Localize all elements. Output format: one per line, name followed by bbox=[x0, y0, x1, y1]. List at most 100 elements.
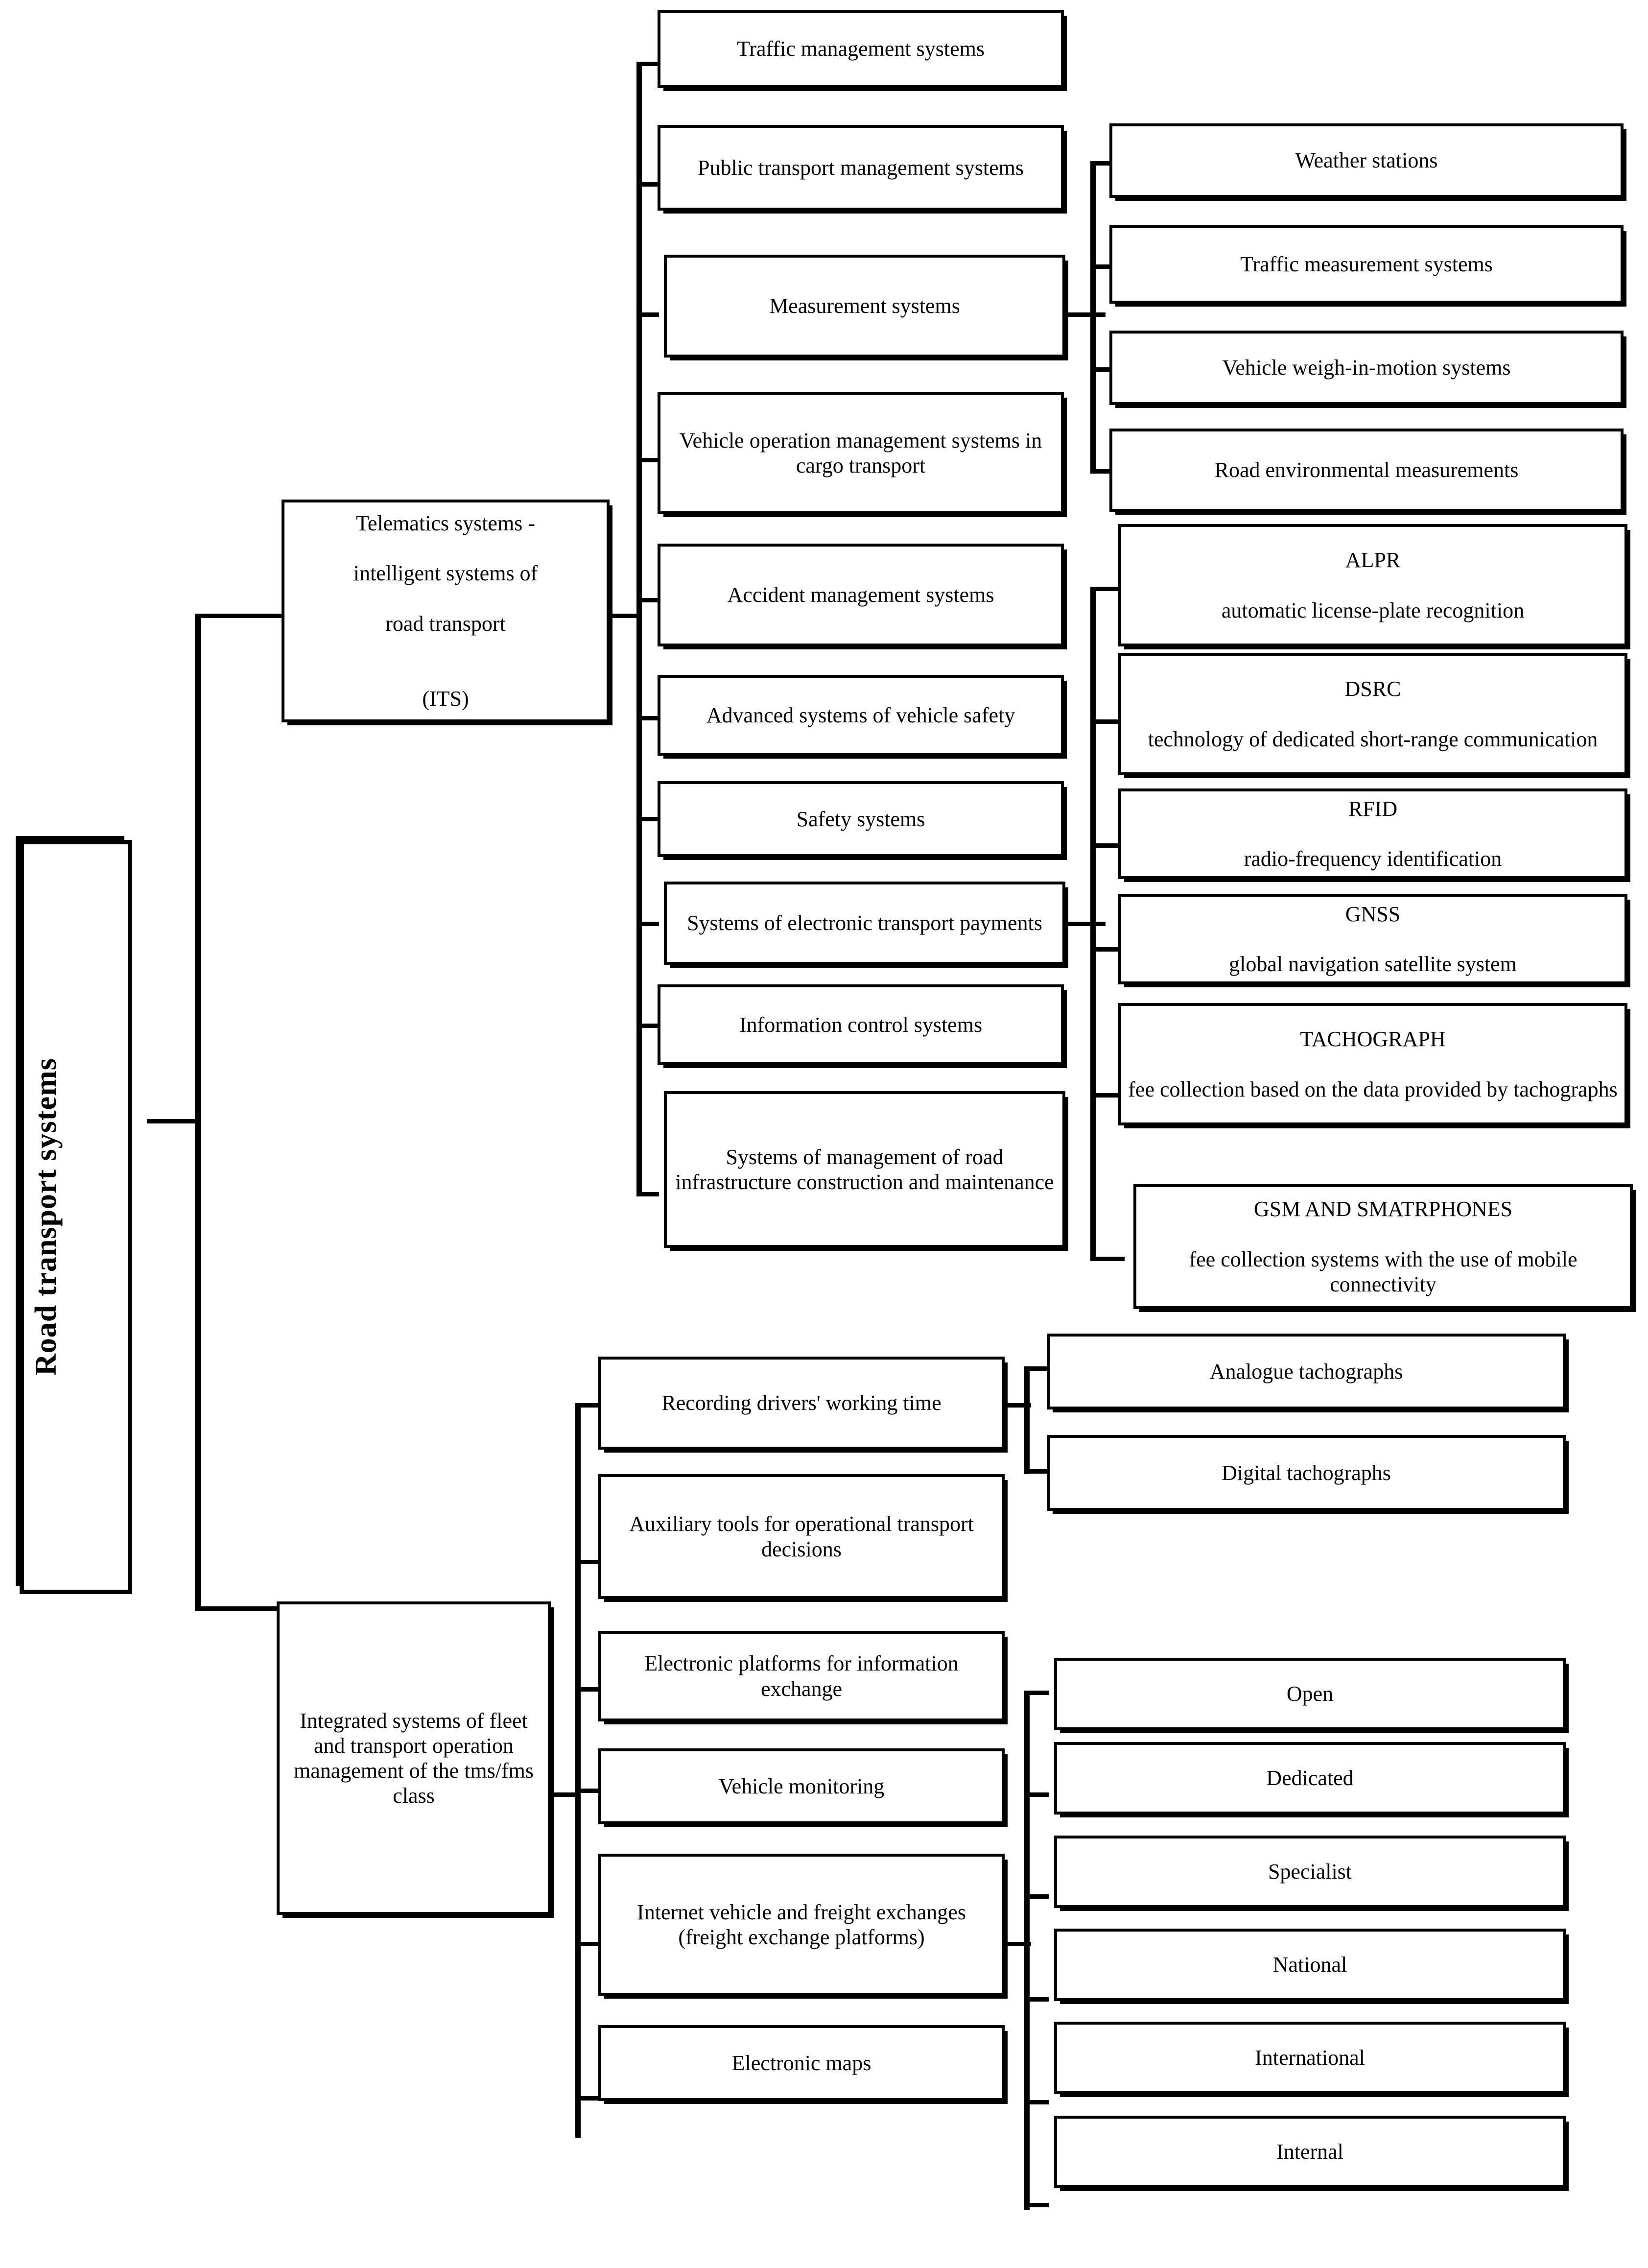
connector-measurement-child-3 bbox=[1090, 367, 1110, 372]
connector-payments-child-6 bbox=[1090, 1257, 1125, 1261]
connector-tmsfms-branch-1 bbox=[575, 1403, 600, 1408]
node-specialist[interactable]: Specialist bbox=[1054, 1836, 1566, 1908]
node-label: Road environmental measurements bbox=[1214, 458, 1519, 482]
connector-root-to-its bbox=[195, 614, 290, 618]
connector-exchanges-child-4 bbox=[1024, 1997, 1049, 2002]
node-systems-of-management-of-road-infrastructure[interactable]: Systems of management of road infrastruc… bbox=[664, 1091, 1065, 1248]
node-accident-management-systems[interactable]: Accident management systems bbox=[658, 544, 1064, 646]
node-label: Vehicle weigh-in-motion systems bbox=[1222, 356, 1511, 380]
node-label: Vehicle monitoring bbox=[718, 1774, 885, 1798]
node-analogue-tachographs[interactable]: Analogue tachographs bbox=[1047, 1334, 1566, 1409]
connector-its-branch-9 bbox=[636, 1024, 659, 1028]
node-safety-systems[interactable]: Safety systems bbox=[658, 781, 1064, 857]
node-label: Recording drivers' working time bbox=[661, 1391, 942, 1415]
node-label: Integrated systems of fleet and transpor… bbox=[294, 1708, 534, 1808]
node-label: Advanced systems of vehicle safety bbox=[706, 703, 1015, 727]
connector-its-branch-1 bbox=[636, 62, 659, 66]
connector-measurement-out bbox=[1067, 312, 1106, 317]
node-label: Traffic measurement systems bbox=[1240, 252, 1493, 277]
connector-root-to-tmsfms bbox=[195, 1606, 290, 1611]
connector-measurement-child-2 bbox=[1090, 264, 1110, 269]
node-systems-of-electronic-transport-payments[interactable]: Systems of electronic transport payments bbox=[664, 882, 1065, 965]
node-information-control-systems[interactable]: Information control systems bbox=[658, 984, 1064, 1065]
node-electronic-maps[interactable]: Electronic maps bbox=[598, 2025, 1005, 2101]
connector-recording-vbus bbox=[1024, 1366, 1030, 1474]
node-public-transport-management-systems[interactable]: Public transport management systems bbox=[658, 125, 1064, 211]
node-auxiliary-tools-for-operational-transport-decisions[interactable]: Auxiliary tools for operational transpor… bbox=[598, 1474, 1005, 1599]
connector-exchanges-child-6 bbox=[1024, 2203, 1049, 2207]
node-telematics-systems-its[interactable]: Telematics systems -intelligent systems … bbox=[282, 500, 610, 722]
node-internet-vehicle-and-freight-exchanges[interactable]: Internet vehicle and freight exchanges (… bbox=[598, 1854, 1005, 1996]
node-label: Electronic maps bbox=[731, 2051, 871, 2075]
root-label: Road transport systems bbox=[29, 1058, 63, 1376]
node-vehicle-weigh-in-motion-systems[interactable]: Vehicle weigh-in-motion systems bbox=[1109, 331, 1624, 405]
connector-root-trunk bbox=[195, 614, 201, 1611]
connector-exchanges-vbus bbox=[1024, 1691, 1030, 2210]
connector-its-branch-6 bbox=[636, 716, 659, 720]
node-label: Dedicated bbox=[1266, 1766, 1354, 1791]
node-dedicated[interactable]: Dedicated bbox=[1054, 1742, 1566, 1814]
connector-payments-child-3 bbox=[1090, 843, 1125, 848]
connector-tmsfms-branch-6 bbox=[575, 2096, 600, 2101]
root-node-road-transport-systems[interactable]: Road transport systems bbox=[20, 840, 132, 1594]
node-label: Vehicle operation management systems in … bbox=[679, 428, 1042, 477]
connector-tmsfms-out bbox=[549, 1792, 580, 1797]
connector-payments-child-1 bbox=[1090, 587, 1125, 591]
connector-its-branch-10 bbox=[636, 1192, 659, 1196]
node-label: Auxiliary tools for operational transpor… bbox=[629, 1512, 974, 1561]
node-traffic-measurement-systems[interactable]: Traffic measurement systems bbox=[1109, 225, 1624, 304]
connector-exchanges-child-1 bbox=[1024, 1691, 1049, 1695]
node-label: Public transport management systems bbox=[698, 155, 1024, 180]
node-traffic-management-systems[interactable]: Traffic management systems bbox=[658, 10, 1064, 88]
node-vehicle-operation-management-systems[interactable]: Vehicle operation management systems in … bbox=[658, 392, 1064, 514]
connector-measurement-child-1 bbox=[1090, 161, 1110, 166]
node-integrated-systems-tms-fms[interactable]: Integrated systems of fleet and transpor… bbox=[277, 1601, 551, 1915]
connector-exchanges-out bbox=[1001, 1942, 1031, 1946]
node-label: National bbox=[1272, 1953, 1347, 1977]
node-vehicle-monitoring[interactable]: Vehicle monitoring bbox=[598, 1748, 1005, 1824]
node-label: Safety systems bbox=[796, 807, 925, 831]
node-road-environmental-measurements[interactable]: Road environmental measurements bbox=[1109, 429, 1624, 512]
node-internal[interactable]: Internal bbox=[1054, 2116, 1566, 2188]
node-digital-tachographs[interactable]: Digital tachographs bbox=[1047, 1435, 1566, 1511]
connector-its-branch-5 bbox=[636, 598, 659, 602]
node-label: Internal bbox=[1276, 2140, 1343, 2164]
node-recording-drivers-working-time[interactable]: Recording drivers' working time bbox=[598, 1357, 1005, 1450]
connector-its-out bbox=[609, 614, 641, 618]
connector-payments-child-4 bbox=[1090, 947, 1125, 952]
node-label: Telematics systems -intelligent systems … bbox=[353, 511, 538, 711]
node-measurement-systems[interactable]: Measurement systems bbox=[664, 255, 1065, 358]
node-advanced-systems-of-vehicle-safety[interactable]: Advanced systems of vehicle safety bbox=[658, 675, 1064, 756]
node-open[interactable]: Open bbox=[1054, 1658, 1566, 1730]
connector-measurement-child-4 bbox=[1090, 469, 1110, 474]
connector-tmsfms-branch-4 bbox=[575, 1789, 600, 1793]
connector-its-branch-8 bbox=[636, 922, 659, 926]
connector-recording-out bbox=[1001, 1403, 1031, 1408]
node-label: Weather stations bbox=[1295, 148, 1438, 173]
node-weather-stations[interactable]: Weather stations bbox=[1109, 123, 1624, 198]
node-electronic-platforms-for-information-exchange[interactable]: Electronic platforms for information exc… bbox=[598, 1631, 1005, 1721]
connector-payments-child-5 bbox=[1090, 1093, 1125, 1098]
node-label: Internet vehicle and freight exchanges (… bbox=[637, 1900, 966, 1949]
node-national[interactable]: National bbox=[1054, 1929, 1566, 2001]
node-label: International bbox=[1255, 2046, 1365, 2070]
node-label: Specialist bbox=[1268, 1860, 1352, 1884]
node-label: Electronic platforms for information exc… bbox=[644, 1651, 959, 1701]
connector-root-stub bbox=[147, 1119, 198, 1123]
connector-tmsfms-branch-3 bbox=[575, 1687, 600, 1692]
node-international[interactable]: International bbox=[1054, 2022, 1566, 2094]
connector-tmsfms-vbus bbox=[575, 1403, 581, 2138]
connector-measurement-vbus bbox=[1090, 161, 1096, 474]
connector-tmsfms-branch-5 bbox=[575, 1942, 600, 1946]
connector-payments-child-2 bbox=[1090, 719, 1125, 724]
